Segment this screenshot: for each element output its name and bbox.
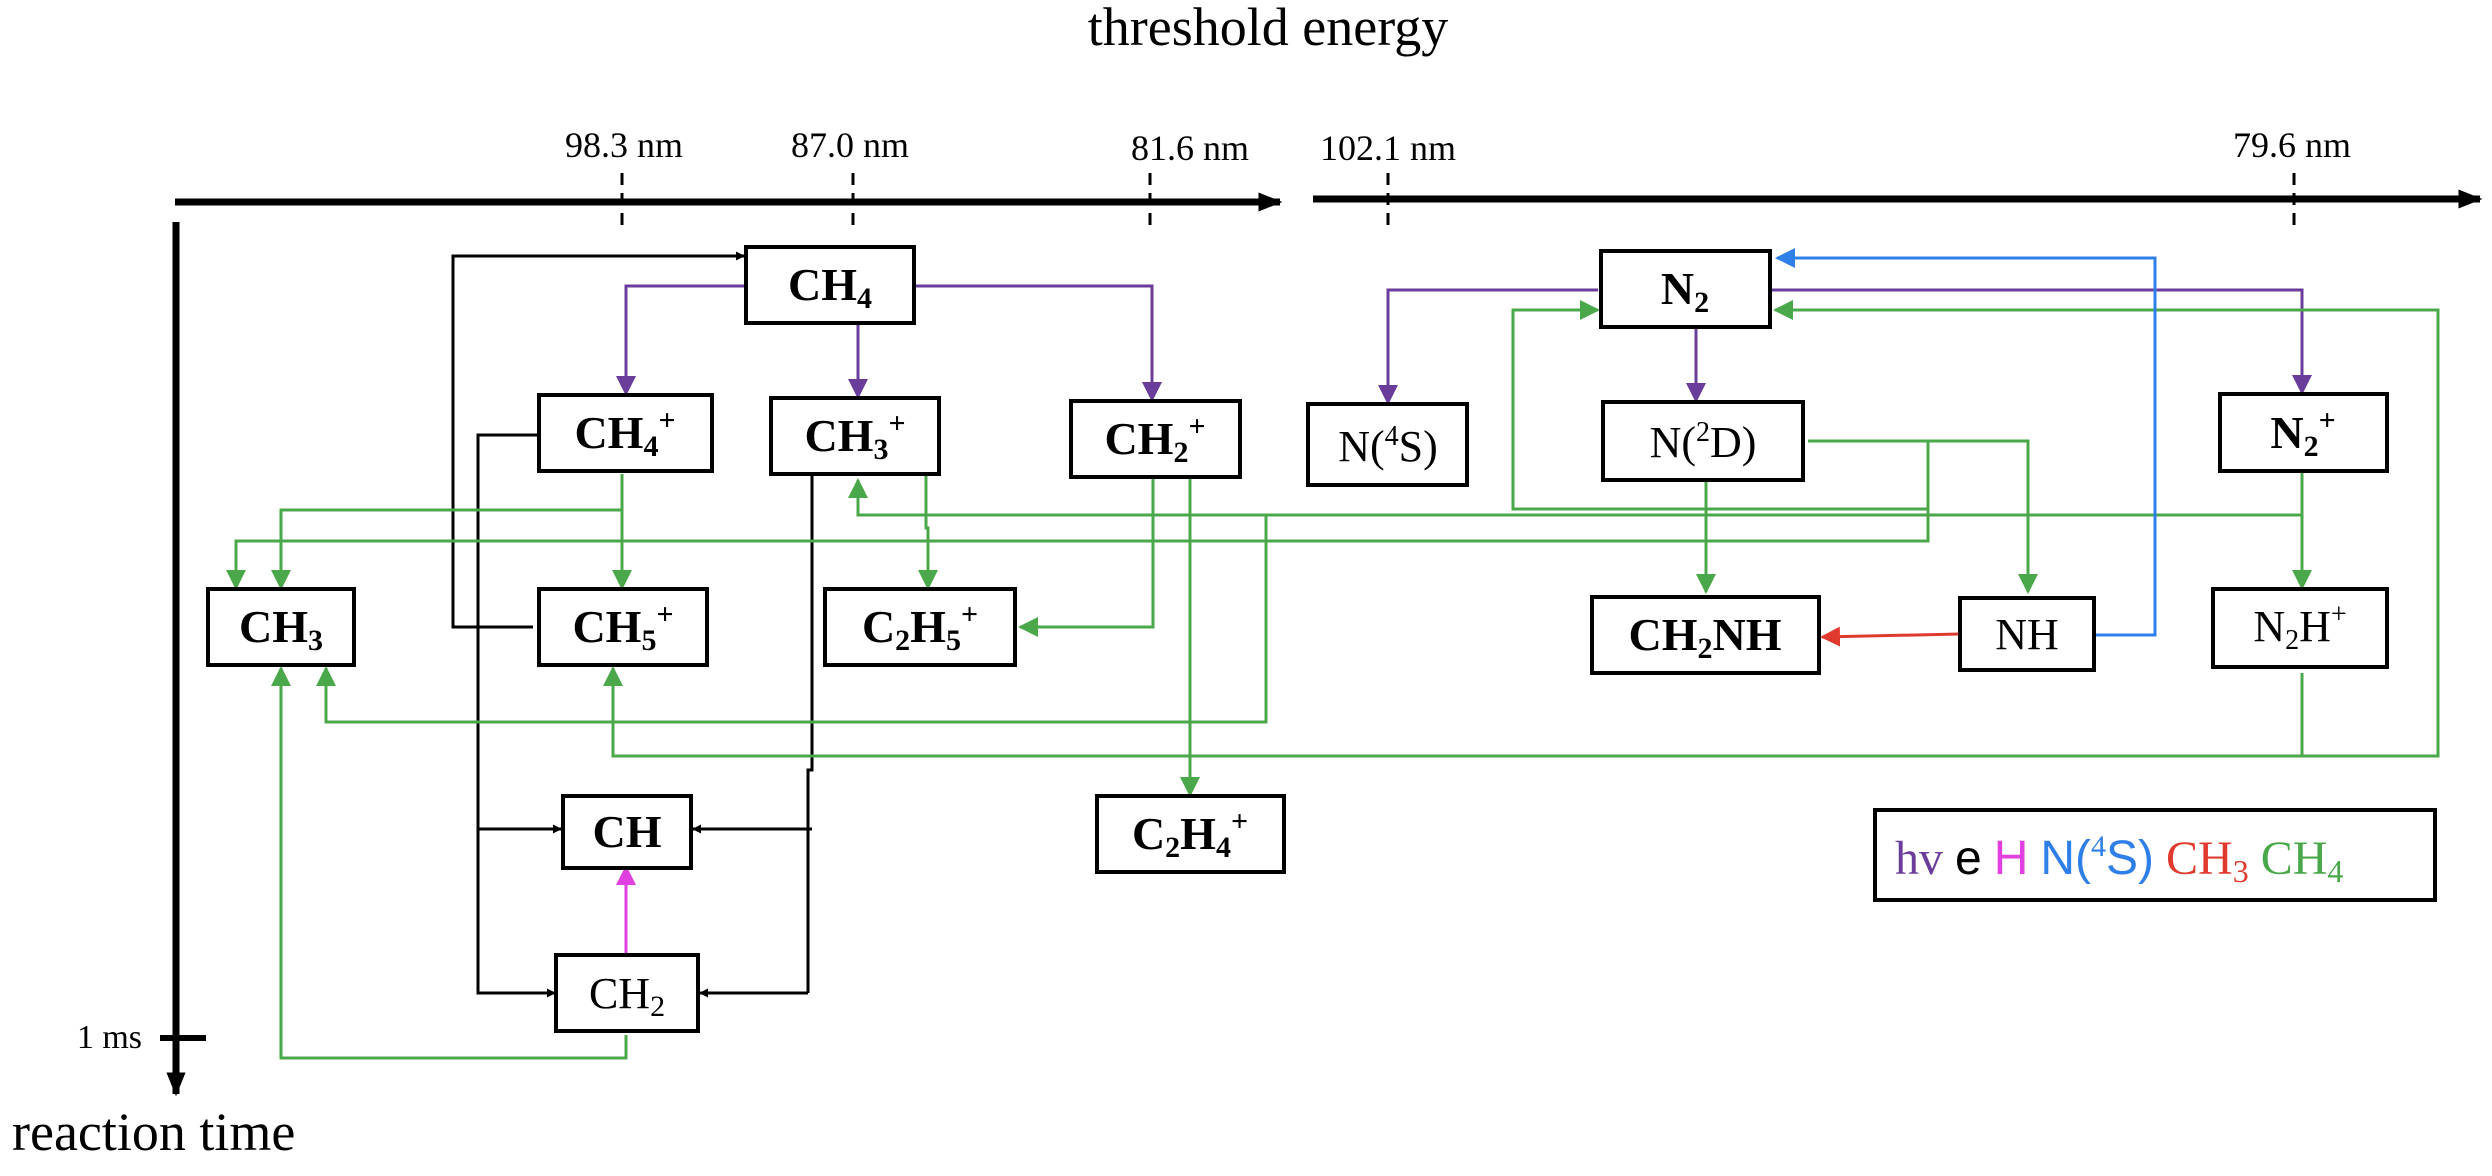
- label-ch2: CH2: [589, 969, 665, 1023]
- ch4-to-ch4p-arrow: [616, 284, 744, 396]
- box-n2: [1599, 249, 1772, 329]
- n2d-branch-to-n2: [1511, 300, 1930, 511]
- label-ch3: CH3: [239, 601, 323, 657]
- time-tick-label: 1 ms: [77, 1019, 142, 1056]
- label-ch3p: CH3+: [804, 407, 905, 466]
- box-c2h5p: [823, 587, 1017, 667]
- n2-to-n4s-arrow: [1378, 288, 1598, 405]
- species-boxes: [206, 245, 2437, 1033]
- nh-to-n2-arrow: [1775, 248, 2157, 637]
- label-nh: NH: [1995, 610, 2059, 659]
- label-c2h4p: C2H4+: [1132, 805, 1248, 864]
- box-nh: [1958, 596, 2096, 672]
- box-ch5p: [537, 587, 709, 667]
- box-ch2nh: [1590, 595, 1821, 675]
- label-ch4p: CH4+: [574, 404, 675, 463]
- legend-entries: hv e H N(4S) CH3 CH4: [1895, 830, 2343, 893]
- other-reactions: [616, 248, 2157, 953]
- legend-n4s-sup: 4: [2091, 830, 2106, 863]
- ch4p-to-ch-ch2-arrow: [476, 433, 555, 995]
- box-ch4: [744, 245, 916, 325]
- legend-e: e: [1955, 832, 1982, 885]
- tick-81-6-label: 81.6 nm: [1131, 128, 1249, 168]
- ch5p-to-ch4-arrow: [451, 251, 745, 629]
- photon-reactions: [616, 284, 2312, 405]
- legend-ch3-sub: 3: [2233, 853, 2249, 889]
- n2-to-n2p-arrow: [1770, 288, 2312, 395]
- label-n2d: N(2D): [1650, 417, 1757, 467]
- ch2p-to-c2h5p-arrow: [1018, 475, 1155, 637]
- box-n4s: [1306, 402, 1469, 487]
- box-ch2p: [1069, 399, 1242, 479]
- legend-n4s-post: S): [2106, 832, 2154, 885]
- n2d-to-nh-arrow: [1808, 439, 2038, 594]
- box-n2d: [1601, 400, 1805, 482]
- label-n2p: N2+: [2270, 404, 2335, 463]
- tick-79-6-label: 79.6 nm: [2233, 125, 2351, 165]
- box-ch2: [554, 953, 700, 1033]
- legend-ch4-sub: 4: [2327, 853, 2343, 889]
- ch3p-to-c2h5p-arrow: [918, 476, 938, 590]
- box-ch: [561, 794, 693, 870]
- n2hp-to-n2-arrow: [1773, 300, 2440, 758]
- axes: threshold energy 1 ms reaction time 98.3…: [12, 0, 2483, 1162]
- legend-n4s-pre: N(: [2040, 832, 2091, 885]
- tick-98-3-label: 98.3 nm: [565, 125, 683, 165]
- ch4-to-ch2p-arrow: [915, 284, 1162, 402]
- ch2-to-ch3-arrow: [271, 666, 628, 1060]
- box-n2p: [2218, 392, 2389, 473]
- legend-ch3: CH: [2166, 832, 2233, 885]
- legend-box: [1873, 808, 2437, 902]
- box-c2h4p: [1095, 794, 1286, 874]
- legend-hv: hv: [1895, 832, 1943, 885]
- y-axis-title: reaction time: [12, 1102, 295, 1162]
- tick-87-0-label: 87.0 nm: [791, 125, 909, 165]
- x-axis-title: threshold energy: [1088, 0, 1448, 57]
- label-n4s: N(4S): [1338, 421, 1438, 471]
- legend-ch4: CH: [2261, 832, 2328, 885]
- species-labels: CH4 CH4+ CH3+ CH2+ CH3 CH5+ C2H5+ CH C2H…: [239, 259, 2347, 1023]
- ch4p-to-ch3-arrow: [271, 508, 622, 590]
- box-n2hp: [2211, 587, 2389, 669]
- label-ch: CH: [593, 806, 662, 857]
- ch4-reactions: [226, 300, 2440, 1060]
- label-ch4: CH4: [788, 259, 872, 315]
- label-n2: N2: [1661, 263, 1709, 319]
- nh-to-ch2nh-arrow: [1820, 626, 1961, 647]
- label-n2hp: N2H+: [2253, 599, 2346, 656]
- label-ch5p: CH5+: [572, 598, 673, 657]
- label-c2h5p: C2H5+: [862, 598, 978, 657]
- ch3p-to-ch-ch2-line: [806, 476, 814, 993]
- n2hp-to-ch5p-arrow: [603, 666, 2304, 758]
- tick-102-1-label: 102.1 nm: [1320, 128, 1456, 168]
- box-ch4p: [537, 393, 714, 473]
- label-ch2p: CH2+: [1104, 410, 1205, 469]
- box-ch3p: [769, 396, 941, 476]
- legend-h: H: [1994, 832, 2029, 885]
- label-ch2nh: CH2NH: [1629, 609, 1782, 665]
- legend: hv e H N(4S) CH3 CH4: [1895, 830, 2343, 893]
- n2p-to-ch3p-arrow: [848, 478, 2302, 517]
- box-ch3: [206, 587, 356, 667]
- electron-reactions: [451, 251, 814, 998]
- n2p-to-n2-return: [316, 515, 1268, 724]
